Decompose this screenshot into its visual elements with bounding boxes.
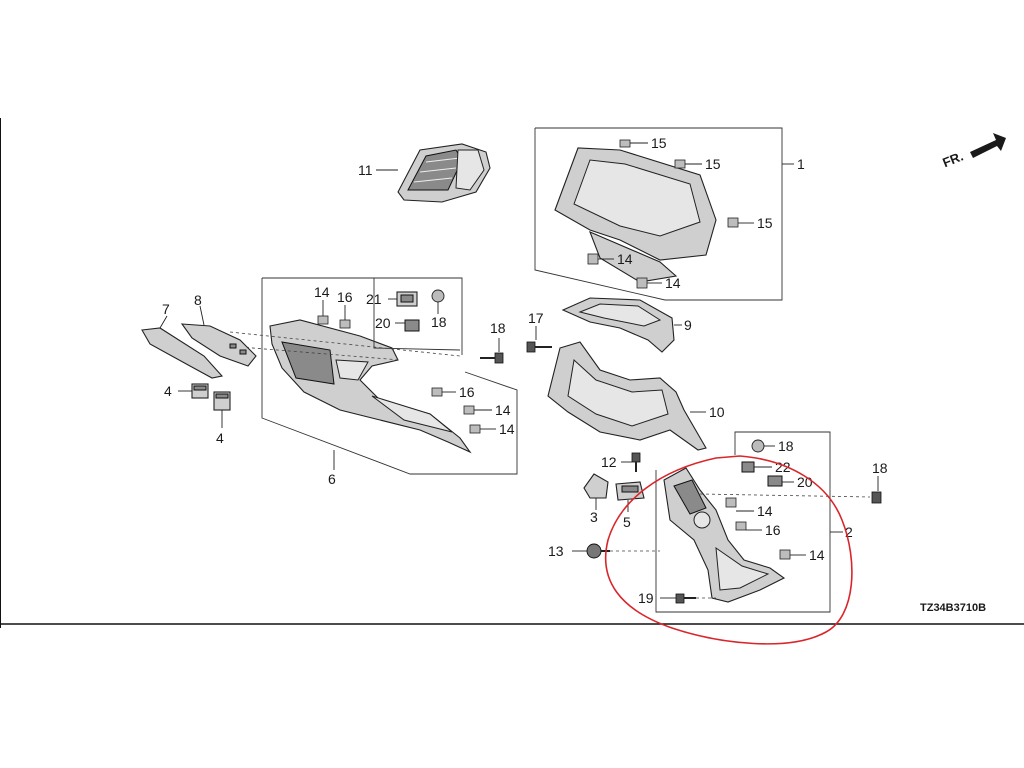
highlight-circle (604, 455, 853, 645)
screw-19 (675, 593, 696, 604)
callout-17: 17 (528, 310, 544, 326)
screw-18-upper (431, 289, 445, 303)
part-5-switch-panel (615, 481, 645, 501)
part-2-knee-bolster (663, 467, 786, 603)
clip-14-bolster-top (725, 497, 737, 508)
callout-12: 12 (601, 454, 617, 470)
part-20-switch-lower (767, 475, 783, 487)
clip-16-panel-right (431, 387, 443, 397)
group-box-6-top (262, 277, 463, 355)
callout-3: 3 (590, 509, 598, 525)
clip-14-visor-left (587, 253, 599, 265)
callout-14-panel-mid: 14 (495, 402, 511, 418)
group-box-2 (655, 431, 831, 613)
callout-18-box: 18 (778, 438, 794, 454)
part-8-garnish (180, 323, 257, 367)
callout-18-right: 18 (872, 460, 888, 476)
callout-16-panel-right: 16 (459, 384, 475, 400)
part-7-trim-strip (141, 327, 224, 379)
callout-1: 1 (797, 156, 805, 172)
callout-2: 2 (845, 524, 853, 540)
drawing-code: TZ34B3710B (920, 602, 986, 614)
part-22-clip (741, 461, 755, 473)
clip-16-bolster (735, 521, 747, 531)
clip-14-panel-mid (463, 405, 475, 415)
callout-14-visor-left: 14 (617, 251, 633, 267)
part-10-column-cover-lower (547, 341, 707, 451)
callout-7: 7 (162, 301, 170, 317)
part-4-bracket-upper (191, 383, 209, 399)
screw-18-right (871, 491, 882, 504)
front-arrow-icon (970, 133, 1006, 158)
group-box-1 (534, 127, 783, 301)
callout-4-lower: 4 (216, 430, 224, 446)
part-3-cover (583, 473, 609, 499)
screw-12 (631, 452, 641, 472)
callout-18-upper: 18 (431, 314, 447, 330)
front-label: FR. (940, 149, 965, 171)
callout-9: 9 (684, 317, 692, 333)
part-6-center-panel (269, 319, 472, 454)
clip-16-panel-top (339, 319, 351, 329)
clip-14-visor-bottom (636, 277, 648, 289)
callout-8: 8 (194, 292, 202, 308)
callout-11: 11 (358, 162, 373, 178)
callout-4-upper: 4 (164, 383, 172, 399)
part-20-switch (404, 319, 420, 332)
callout-15-mid: 15 (705, 156, 721, 172)
callout-13: 13 (548, 543, 564, 559)
part-11-air-vent (397, 143, 491, 203)
part-4-bracket-lower (213, 391, 231, 411)
callout-14-bolster-right: 14 (809, 547, 825, 563)
clip-14-panel-top (317, 315, 329, 325)
callout-20-upper: 20 (375, 315, 391, 331)
callout-16-bolster: 16 (765, 522, 781, 538)
screw-18-center (480, 352, 504, 364)
screw-18-box (751, 439, 765, 453)
group-box-6 (261, 278, 518, 475)
callout-19: 19 (638, 590, 654, 606)
group-box-21-20 (373, 278, 461, 351)
callout-5: 5 (623, 514, 631, 530)
callout-14-panel-low: 14 (499, 421, 515, 437)
clip-15-top (619, 139, 631, 148)
callout-10: 10 (709, 404, 725, 420)
callout-6: 6 (328, 471, 336, 487)
screw-17 (526, 341, 552, 353)
callout-14-visor-bottom: 14 (665, 275, 681, 291)
front-direction-indicator: FR. (940, 133, 1006, 170)
callout-14-bolster-top: 14 (757, 503, 773, 519)
clip-15-mid (674, 159, 686, 169)
part-1-meter-visor (554, 147, 717, 283)
callout-16-panel-top: 16 (337, 289, 353, 305)
clip-14-panel-low (469, 424, 481, 434)
part-21-switch (396, 291, 418, 307)
callout-15-right: 15 (757, 215, 773, 231)
clip-15-right (727, 217, 739, 228)
callout-14-panel-top: 14 (314, 284, 330, 300)
callout-18-center: 18 (490, 320, 506, 336)
clip-14-bolster-right (779, 549, 791, 560)
callout-15-top: 15 (651, 135, 667, 151)
part-9-column-cover-upper (561, 297, 675, 353)
callout-21: 21 (366, 291, 382, 307)
